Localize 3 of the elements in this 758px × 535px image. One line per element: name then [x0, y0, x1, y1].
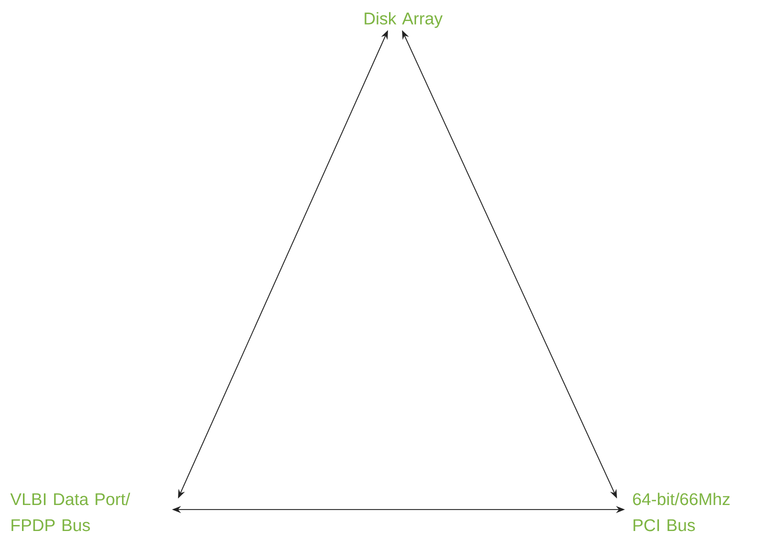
node-label: VLBI Data Port/ FPDP Bus: [10, 492, 130, 532]
node-label: 64-bit/66Mhz PCI Bus: [633, 492, 730, 532]
node-label: Disk Array: [364, 12, 443, 28]
